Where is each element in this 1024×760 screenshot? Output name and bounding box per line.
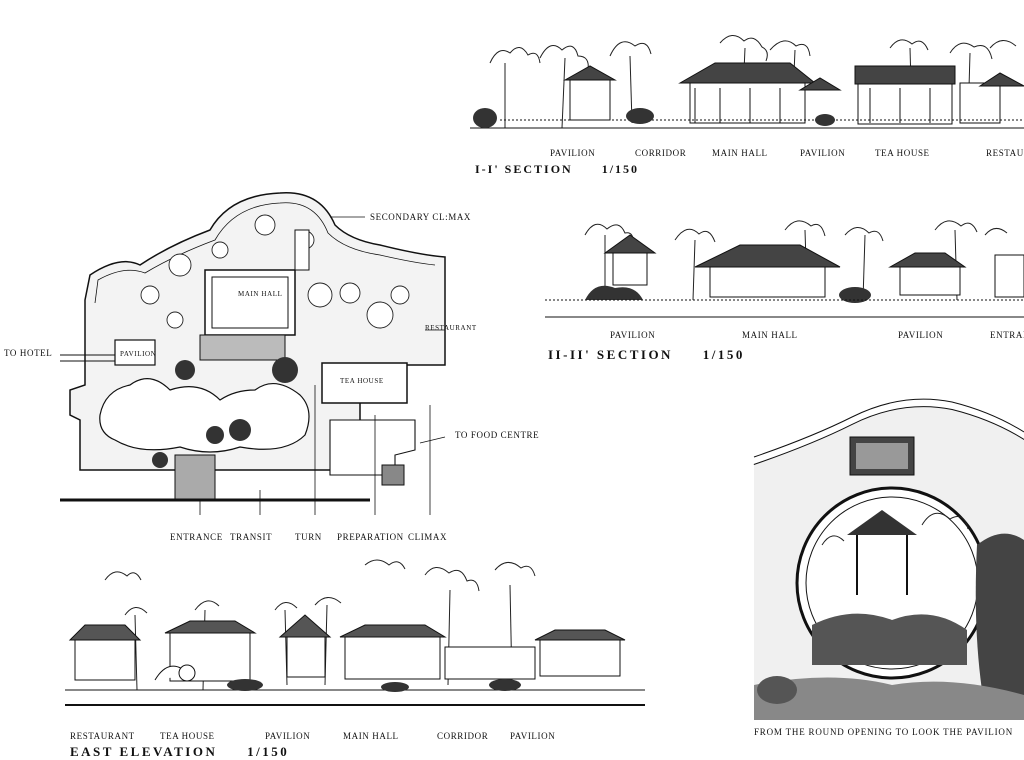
section-1-scale: 1/150 xyxy=(601,162,640,176)
elevation-label-corridor: CORRIDOR xyxy=(437,731,489,741)
elevation-label-pavilion-a: PAVILION xyxy=(265,731,311,741)
plan-label-restaurant: RESTAURANT xyxy=(425,324,477,332)
section-1-label-restaurant: RESTAU xyxy=(986,148,1024,158)
east-elevation-title-text: EAST ELEVATION xyxy=(70,744,218,759)
section-1-drawing xyxy=(470,35,1024,129)
section-2-label-pavilion-a: PAVILION xyxy=(610,330,656,340)
elevation-label-restaurant: RESTAURANT xyxy=(70,731,135,741)
plan-label-tea-house: TEA HOUSE xyxy=(340,377,384,385)
plan-label-pavilion: PAVILION xyxy=(120,350,157,358)
east-elevation-drawing xyxy=(65,559,645,706)
plan-label-to-hotel: TO HOTEL xyxy=(4,348,53,358)
section-2-label-pavilion-b: PAVILION xyxy=(898,330,944,340)
plan-label-to-food-centre: TO FOOD CENTRE xyxy=(455,430,540,440)
plan-sequence-climax: CLIMAX xyxy=(408,532,448,542)
section-2-title: II-II' SECTION 1/150 xyxy=(548,347,745,363)
section-1-label-corridor: CORRIDOR xyxy=(635,148,687,158)
section-1-label-pavilion-b: PAVILION xyxy=(800,148,846,158)
elevation-label-main-hall: MAIN HALL xyxy=(343,731,399,741)
plan-sequence-preparation: PREPARATION xyxy=(337,532,404,542)
section-1-title: I-I' SECTION 1/150 xyxy=(475,162,639,177)
section-1-label-tea-house: TEA HOUSE xyxy=(875,148,930,158)
east-elevation-title: EAST ELEVATION 1/150 xyxy=(70,744,289,760)
section-2-label-main-hall: MAIN HALL xyxy=(742,330,798,340)
round-opening-drawing xyxy=(753,398,1024,720)
elevation-label-pavilion-b: PAVILION xyxy=(510,731,556,741)
plan-sequence-transit: TRANSIT xyxy=(230,532,273,542)
section-2-label-entrance: ENTRAN xyxy=(990,330,1024,340)
elevation-label-tea-house: TEA HOUSE xyxy=(160,731,215,741)
east-elevation-scale: 1/150 xyxy=(247,744,290,759)
section-2-title-text: II-II' SECTION xyxy=(548,347,673,362)
plan-label-main-hall: MAIN HALL xyxy=(238,290,283,298)
plan-label-secondary-climax: SECONDARY CL:MAX xyxy=(370,212,472,222)
section-1-label-pavilion-a: PAVILION xyxy=(550,148,596,158)
plan-sequence-entrance: ENTRANCE xyxy=(170,532,223,542)
section-1-title-text: I-I' SECTION xyxy=(475,162,573,176)
plan-sequence-turn: TURN xyxy=(295,532,322,542)
round-opening-caption: FROM THE ROUND OPENING TO LOOK THE PAVIL… xyxy=(754,727,1013,737)
section-2-scale: 1/150 xyxy=(702,347,745,362)
section-1-label-main-hall: MAIN HALL xyxy=(712,148,768,158)
site-plan-drawing xyxy=(60,192,446,515)
section-2-drawing xyxy=(545,220,1024,318)
